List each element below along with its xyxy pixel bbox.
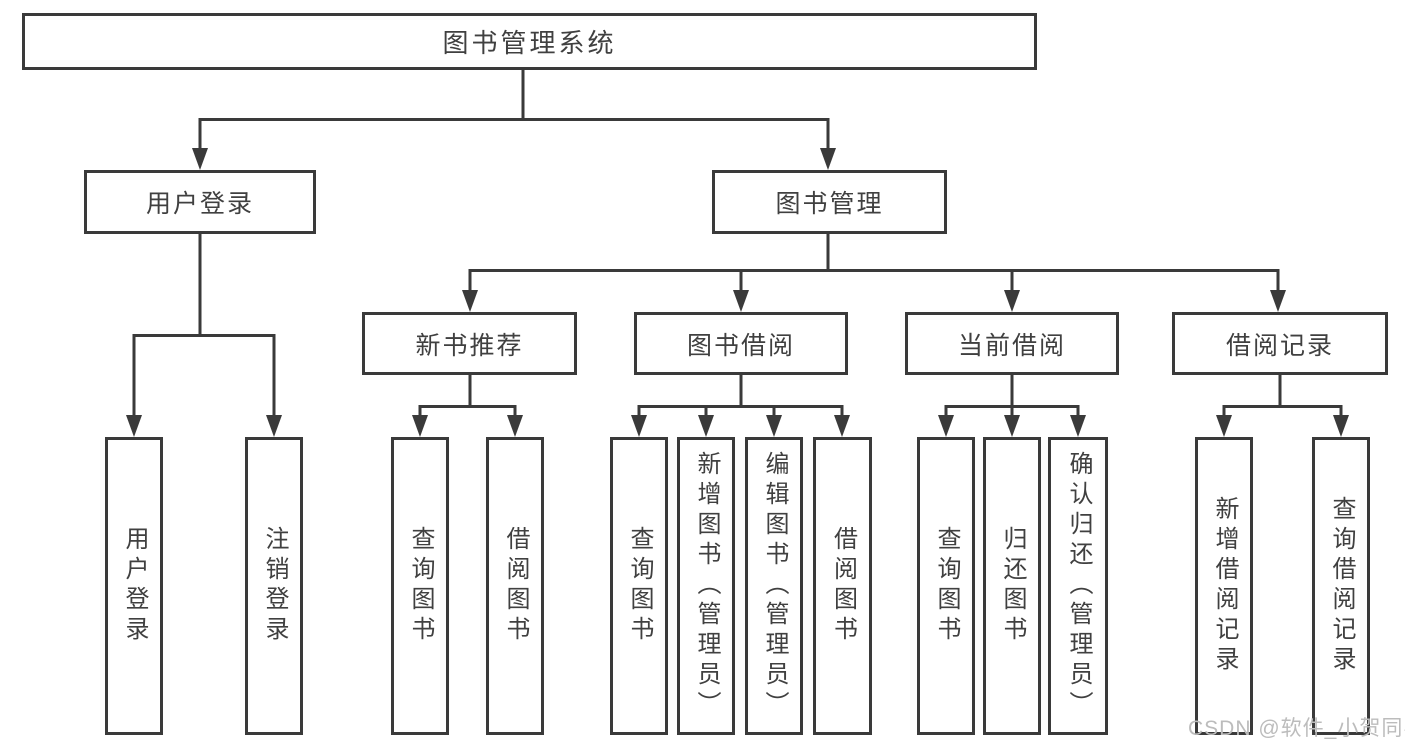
node-book-borrow: 图书借阅	[634, 312, 848, 375]
arrowheads-user-login-children	[126, 415, 282, 437]
leaf-query-borrow-record: 查询借阅记录	[1312, 437, 1370, 735]
leaf-add-book-admin-label: 新增图书（管理员）	[693, 451, 720, 721]
leaf-query-books-borrow: 查询图书	[610, 437, 668, 735]
node-current-borrow: 当前借阅	[905, 312, 1119, 375]
leaf-query-books-borrow-label: 查询图书	[626, 526, 653, 646]
leaf-confirm-return-admin-label: 确认归还（管理员）	[1065, 451, 1092, 721]
leaf-query-borrow-record-label: 查询借阅记录	[1328, 496, 1355, 676]
leaf-user-login-label: 用户登录	[121, 526, 148, 646]
csdn-watermark: CSDN @软件_小贺同学	[1188, 717, 1405, 740]
leaf-edit-book-admin-label: 编辑图书（管理员）	[761, 451, 788, 721]
connector-root-to-level2	[198, 70, 830, 150]
leaf-query-books-recommend: 查询图书	[391, 437, 449, 735]
connector-current-borrow-children	[944, 375, 1080, 417]
leaf-borrow-books: 借阅图书	[813, 437, 872, 735]
node-borrow-records: 借阅记录	[1172, 312, 1388, 375]
connector-book-borrow-children	[637, 375, 844, 417]
leaf-add-book-admin: 新增图书（管理员）	[677, 437, 735, 735]
leaf-query-books-recommend-label: 查询图书	[407, 526, 434, 646]
leaf-return-books: 归还图书	[983, 437, 1041, 735]
leaf-edit-book-admin: 编辑图书（管理员）	[745, 437, 803, 735]
leaf-return-books-label: 归还图书	[999, 526, 1026, 646]
leaf-user-login: 用户登录	[105, 437, 163, 735]
node-root-library-management-system: 图书管理系统	[22, 13, 1037, 70]
arrowheads-level3	[462, 290, 1286, 312]
leaf-logout-label: 注销登录	[261, 526, 288, 646]
arrowheads-borrow-records-children	[1216, 415, 1349, 437]
leaf-query-books-current-label: 查询图书	[933, 526, 960, 646]
node-user-login: 用户登录	[84, 170, 316, 234]
leaf-borrow-books-recommend-label: 借阅图书	[502, 526, 529, 646]
node-new-book-recommend: 新书推荐	[362, 312, 577, 375]
connector-new-book-children	[418, 375, 517, 417]
arrowheads-new-book-children	[412, 415, 523, 437]
leaf-add-borrow-record-label: 新增借阅记录	[1211, 496, 1238, 676]
leaf-borrow-books-label: 借阅图书	[829, 526, 857, 646]
arrowheads-current-borrow-children	[938, 415, 1086, 437]
connector-book-management-children	[468, 234, 1280, 292]
arrowheads-level2	[192, 148, 836, 170]
leaf-logout: 注销登录	[245, 437, 303, 735]
arrowheads-book-borrow-children	[631, 415, 850, 437]
leaf-borrow-books-recommend: 借阅图书	[486, 437, 544, 735]
connector-user-login-children	[132, 234, 276, 417]
connector-borrow-records-children	[1222, 375, 1343, 417]
leaf-query-books-current: 查询图书	[917, 437, 975, 735]
leaf-add-borrow-record: 新增借阅记录	[1195, 437, 1253, 735]
node-book-management: 图书管理	[712, 170, 947, 234]
leaf-confirm-return-admin: 确认归还（管理员）	[1048, 437, 1108, 735]
